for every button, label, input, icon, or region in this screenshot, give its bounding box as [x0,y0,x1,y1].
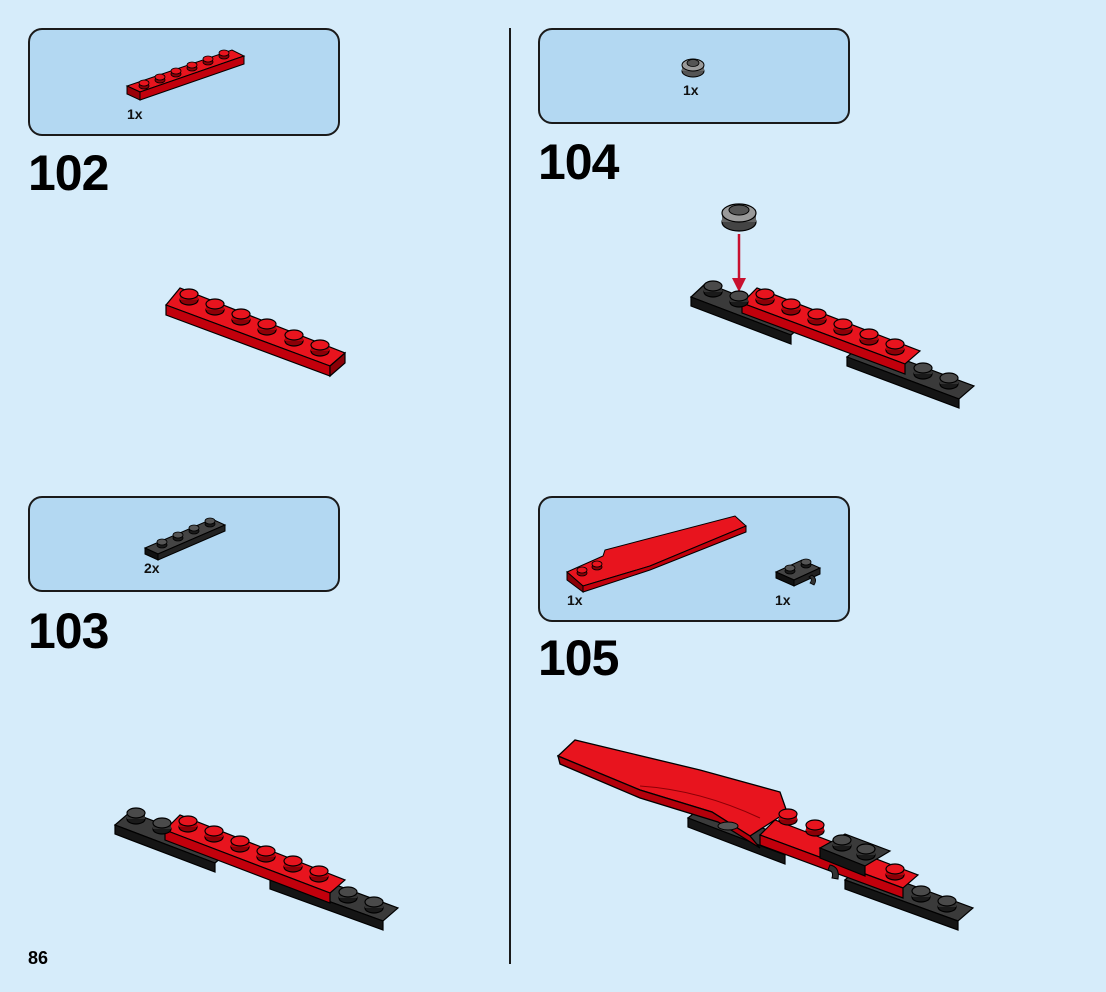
step-103-assembly [113,807,400,931]
panel-divider [509,28,511,964]
step-number: 105 [538,630,619,686]
step-number: 104 [538,134,619,190]
step-104-assembly [689,203,976,409]
red-plate-part-icon [125,49,246,101]
black-clip-part-icon [774,558,822,587]
part-qty: 1x [775,592,791,608]
part-qty: 1x [127,106,143,122]
page-number: 86 [28,948,49,968]
black-plate-part-icon [143,517,227,561]
red-plate-assembly [165,287,347,378]
part-qty: 1x [683,82,699,98]
step-105-assembly [556,739,975,931]
parts-callout-105: 1x 1x [538,496,850,622]
part-qty: 1x [567,592,583,608]
part-qty: 2x [144,560,160,576]
red-wing-part-icon [566,515,747,593]
parts-callout-104: 1x [538,28,850,124]
grey-tile-part-icon [681,58,705,78]
step-number: 102 [28,145,109,201]
step-number: 103 [28,603,109,659]
